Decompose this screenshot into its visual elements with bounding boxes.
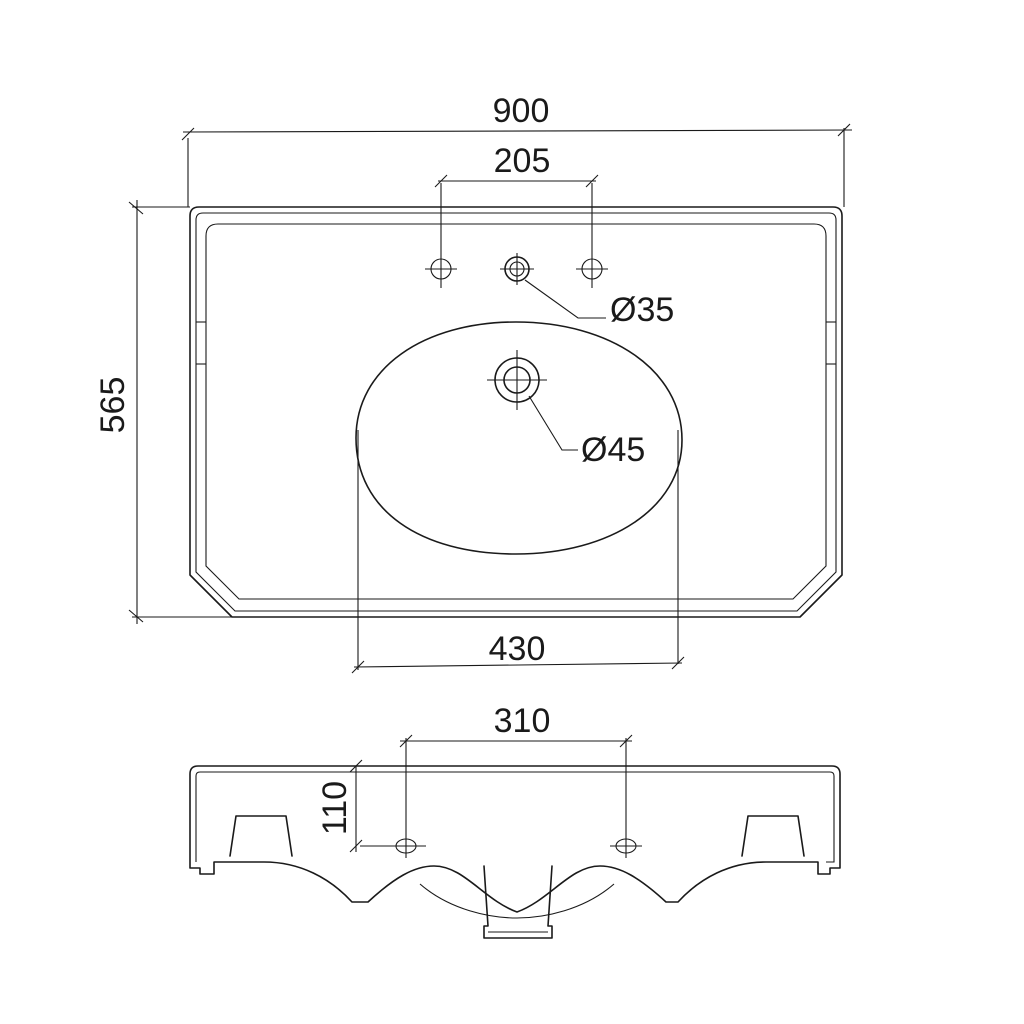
basin-deck-outline (205, 223, 827, 600)
label-310: 310 (494, 702, 551, 740)
basin-front-rim-left (195, 771, 201, 862)
fixing-hole-right (610, 738, 642, 858)
front-view (189, 734, 841, 939)
top-view (128, 123, 853, 674)
label-430: 430 (489, 630, 546, 668)
foot-right (741, 815, 805, 857)
dimension-205 (434, 174, 599, 188)
leader-tap-diameter (524, 279, 606, 319)
dimension-110 (349, 759, 363, 853)
basin-front-rim (200, 771, 835, 863)
basin-outer-outline (189, 206, 843, 618)
label-waste-diameter: Ø45 (581, 431, 645, 469)
label-565: 565 (94, 377, 132, 434)
leader-waste-diameter (528, 395, 578, 451)
dimension-565 (128, 200, 232, 624)
waste-hole (487, 350, 547, 410)
tap-hole-left (425, 183, 457, 288)
basin-front-outline (189, 765, 841, 913)
foot-left (229, 815, 293, 857)
label-110: 110 (316, 781, 354, 835)
tap-hole-right (576, 183, 608, 288)
tap-hole-center (500, 253, 534, 285)
label-tap-diameter: Ø35 (610, 291, 674, 329)
bowl-outline (355, 321, 683, 555)
dimension-430 (351, 430, 685, 674)
basin-rim-line (195, 212, 837, 612)
bowl-underside (419, 883, 615, 919)
dimension-310 (399, 734, 633, 748)
label-900: 900 (493, 92, 550, 130)
dimension-900 (181, 123, 853, 207)
fixing-hole-left (360, 738, 426, 858)
label-205: 205 (494, 142, 551, 180)
waste-outlet (483, 865, 553, 939)
